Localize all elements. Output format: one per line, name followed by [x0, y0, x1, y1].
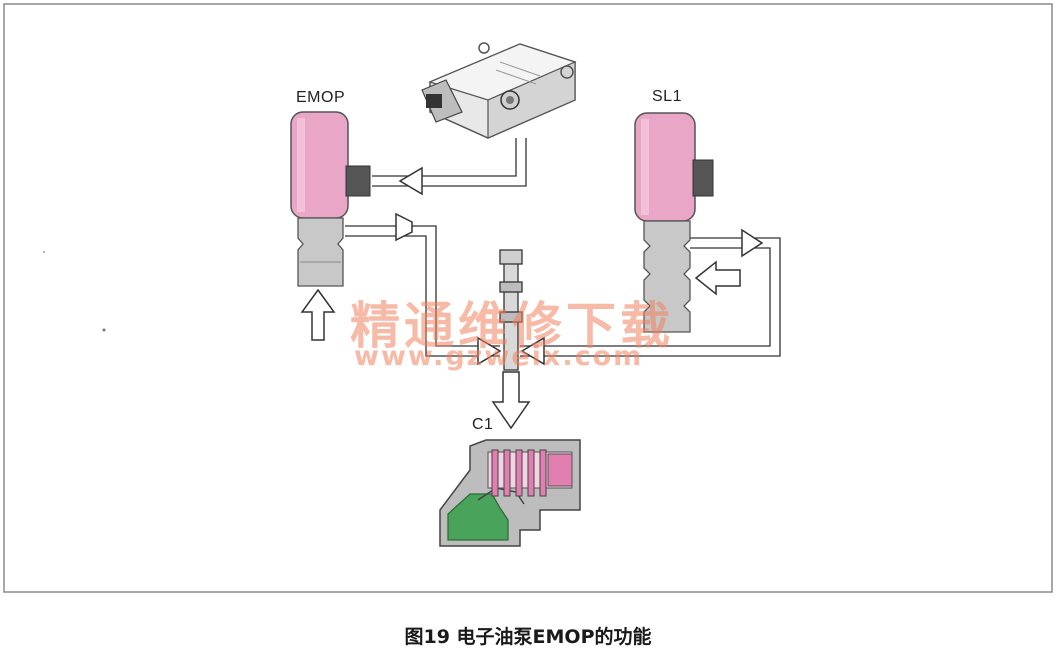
arrow-left-icon	[694, 260, 741, 296]
arrow-up-icon	[300, 288, 336, 341]
arrow-down-icon	[491, 371, 531, 430]
ecu-module	[421, 42, 577, 139]
c1-clutch	[439, 439, 581, 547]
figure-caption: 图19 电子油泵EMOP的功能	[404, 626, 652, 648]
arrow-right-icon	[477, 336, 502, 366]
watermark-text: 精通维修下载	[350, 297, 674, 355]
arrow-right-icon	[741, 228, 764, 258]
emop-solenoid	[290, 111, 371, 287]
arrow-right-icon	[395, 212, 413, 242]
arrow-left-icon	[520, 336, 545, 366]
clutch-plates	[491, 449, 547, 497]
hydraulic-lines	[345, 138, 781, 371]
emop-label: EMOP	[296, 89, 346, 106]
watermark-url: www.gzweix.com	[354, 341, 644, 372]
c1-label: C1	[472, 416, 494, 433]
figure-frame	[3, 3, 1053, 593]
arrow-left-icon	[398, 166, 423, 196]
flow-arrows	[300, 166, 764, 430]
sl1-label: SL1	[652, 88, 682, 105]
sl1-solenoid	[634, 112, 714, 333]
